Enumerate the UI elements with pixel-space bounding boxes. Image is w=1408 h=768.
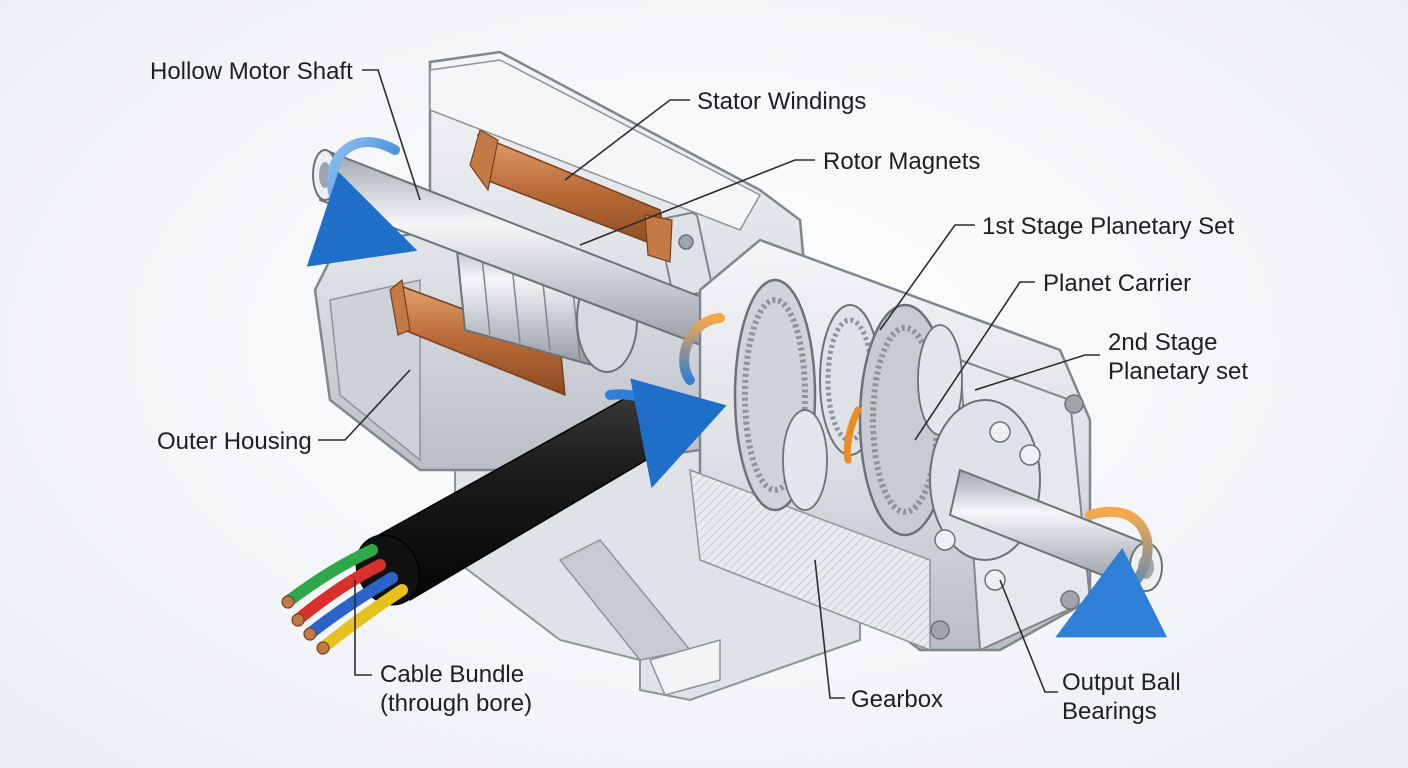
leader-lines: [318, 69, 1100, 699]
cable-wires: [281, 544, 408, 655]
label-2nd-stage-line2: Planetary set: [1108, 358, 1249, 385]
label-1st-stage-planetary-set: 1st Stage Planetary Set: [982, 213, 1235, 240]
label-cable-bundle-line1: Cable Bundle: [380, 661, 525, 688]
label-outer-housing: Outer Housing: [157, 428, 312, 455]
rotation-arrows: [306, 137, 1168, 638]
label-planet-carrier: Planet Carrier: [1043, 270, 1192, 297]
label-rotor-magnets: Rotor Magnets: [823, 148, 981, 175]
label-output-bearings-line2: Bearings: [1062, 698, 1157, 725]
stator-windings: [389, 129, 673, 397]
label-output-bearings-line1: Output Ball: [1062, 669, 1181, 696]
label-gearbox: Gearbox: [851, 686, 944, 713]
label-cable-bundle: Cable Bundle (through bore): [380, 660, 532, 718]
output-shaft-bearings: [929, 399, 1163, 592]
label-2nd-stage-planetary-set: 2nd Stage Planetary set: [1108, 328, 1248, 386]
label-output-ball-bearings: Output Ball Bearings: [1062, 668, 1181, 726]
label-stator-windings: Stator Windings: [697, 88, 867, 115]
label-cable-bundle-line2: (through bore): [380, 690, 533, 717]
label-hollow-motor-shaft: Hollow Motor Shaft: [150, 58, 353, 85]
label-2nd-stage-line1: 2nd Stage: [1108, 329, 1218, 356]
planetary-gears: [733, 278, 963, 537]
